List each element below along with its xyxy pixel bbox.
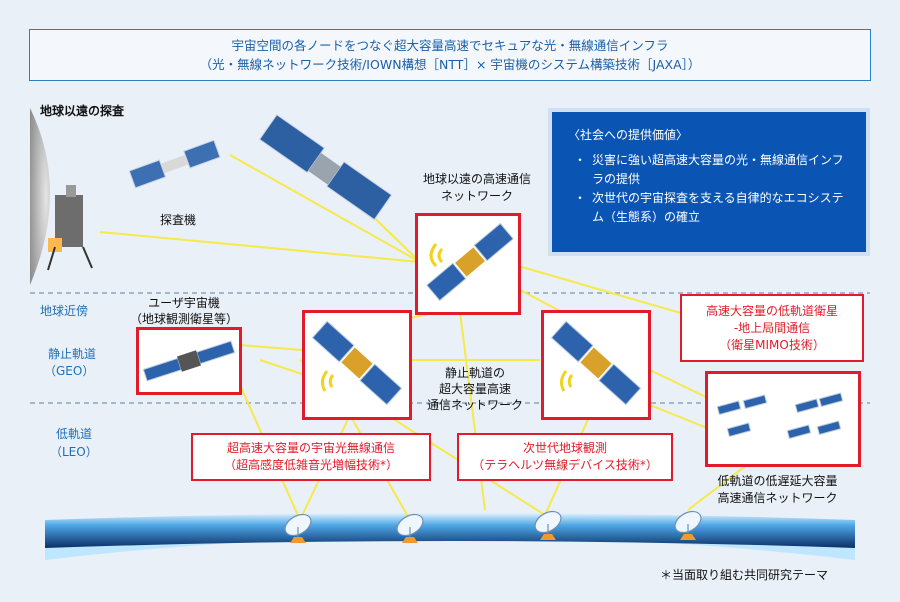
zone-beyond-earth: 地球以遠の探査 — [40, 104, 125, 118]
geo-satellite-1 — [302, 310, 412, 420]
title-line-1: 宇宙空間の各ノードをつなぐ超大容量高速でセキュアな光・無線通信インフラ — [231, 38, 669, 53]
theme-leo-ground-communication: 高速大容量の低軌道衛星 -地上局間通信 （衛星MIMO技術） — [680, 294, 864, 362]
user-satellite-icon — [142, 340, 236, 382]
footnote: ＊当面取り組む共同研究テーマ — [660, 568, 829, 582]
geo-satellite-icon — [311, 320, 403, 406]
zone-geo-en: （GEO） — [44, 364, 95, 378]
user-satellite-label: ユーザ宇宙機 （地球観測衛星等） — [129, 296, 238, 326]
social-value-heading: 〈社会への提供価値〉 — [568, 128, 689, 142]
leo-network-label: 低軌道の低遅延大容量 高速通信ネットワーク — [717, 474, 838, 505]
leo-constellation — [705, 371, 861, 467]
user-satellite — [136, 327, 242, 395]
zone-near-earth: 地球近傍 — [40, 304, 89, 318]
lunar-lander-image — [47, 185, 93, 271]
probe-image-1 — [128, 139, 221, 189]
probe-label: 探査機 — [160, 213, 197, 227]
leo-satellites-icon — [716, 392, 844, 440]
title-banner: 宇宙空間の各ノードをつなぐ超大容量高速でセキュアな光・無線通信インフラ （光・無… — [29, 29, 871, 81]
ground-antennas — [284, 510, 702, 543]
social-value-item: 災害に強い超高速大容量の光・無線通信インフラの提供 — [574, 151, 850, 189]
zone-leo: 低軌道 — [56, 427, 93, 441]
geo-satellite-icon — [550, 320, 642, 406]
social-value-panel: 〈社会への提供価値〉 災害に強い超高速大容量の光・無線通信インフラの提供 次世代… — [548, 108, 870, 256]
zone-geo: 静止軌道 — [48, 347, 97, 361]
social-value-item: 次世代の宇宙探査を支える自律的なエコシステム（生態系）の確立 — [574, 189, 850, 227]
title-line-2: （光・無線ネットワーク技術/IOWN構想［NTT］× 宇宙機のシステム構築技術［… — [199, 57, 701, 72]
zone-leo-en: （LEO） — [50, 445, 98, 459]
probe-image-2 — [258, 114, 393, 221]
relay-satellite-icon — [426, 222, 514, 302]
theme-optical-communication: 超高速大容量の宇宙光無線通信 （超高感度低雑音光増幅技術*） — [191, 433, 431, 481]
theme-earth-observation: 次世代地球観測 （テラヘルツ無線デバイス技術*） — [457, 433, 673, 481]
deep-space-relay-satellite — [415, 213, 521, 315]
deep-network-label: 地球以遠の高速通信 ネットワーク — [422, 172, 531, 203]
geo-network-label: 静止軌道の 超大容量高速 通信ネットワーク — [426, 366, 523, 412]
moon-image — [30, 108, 50, 285]
geo-satellite-2 — [541, 310, 651, 420]
